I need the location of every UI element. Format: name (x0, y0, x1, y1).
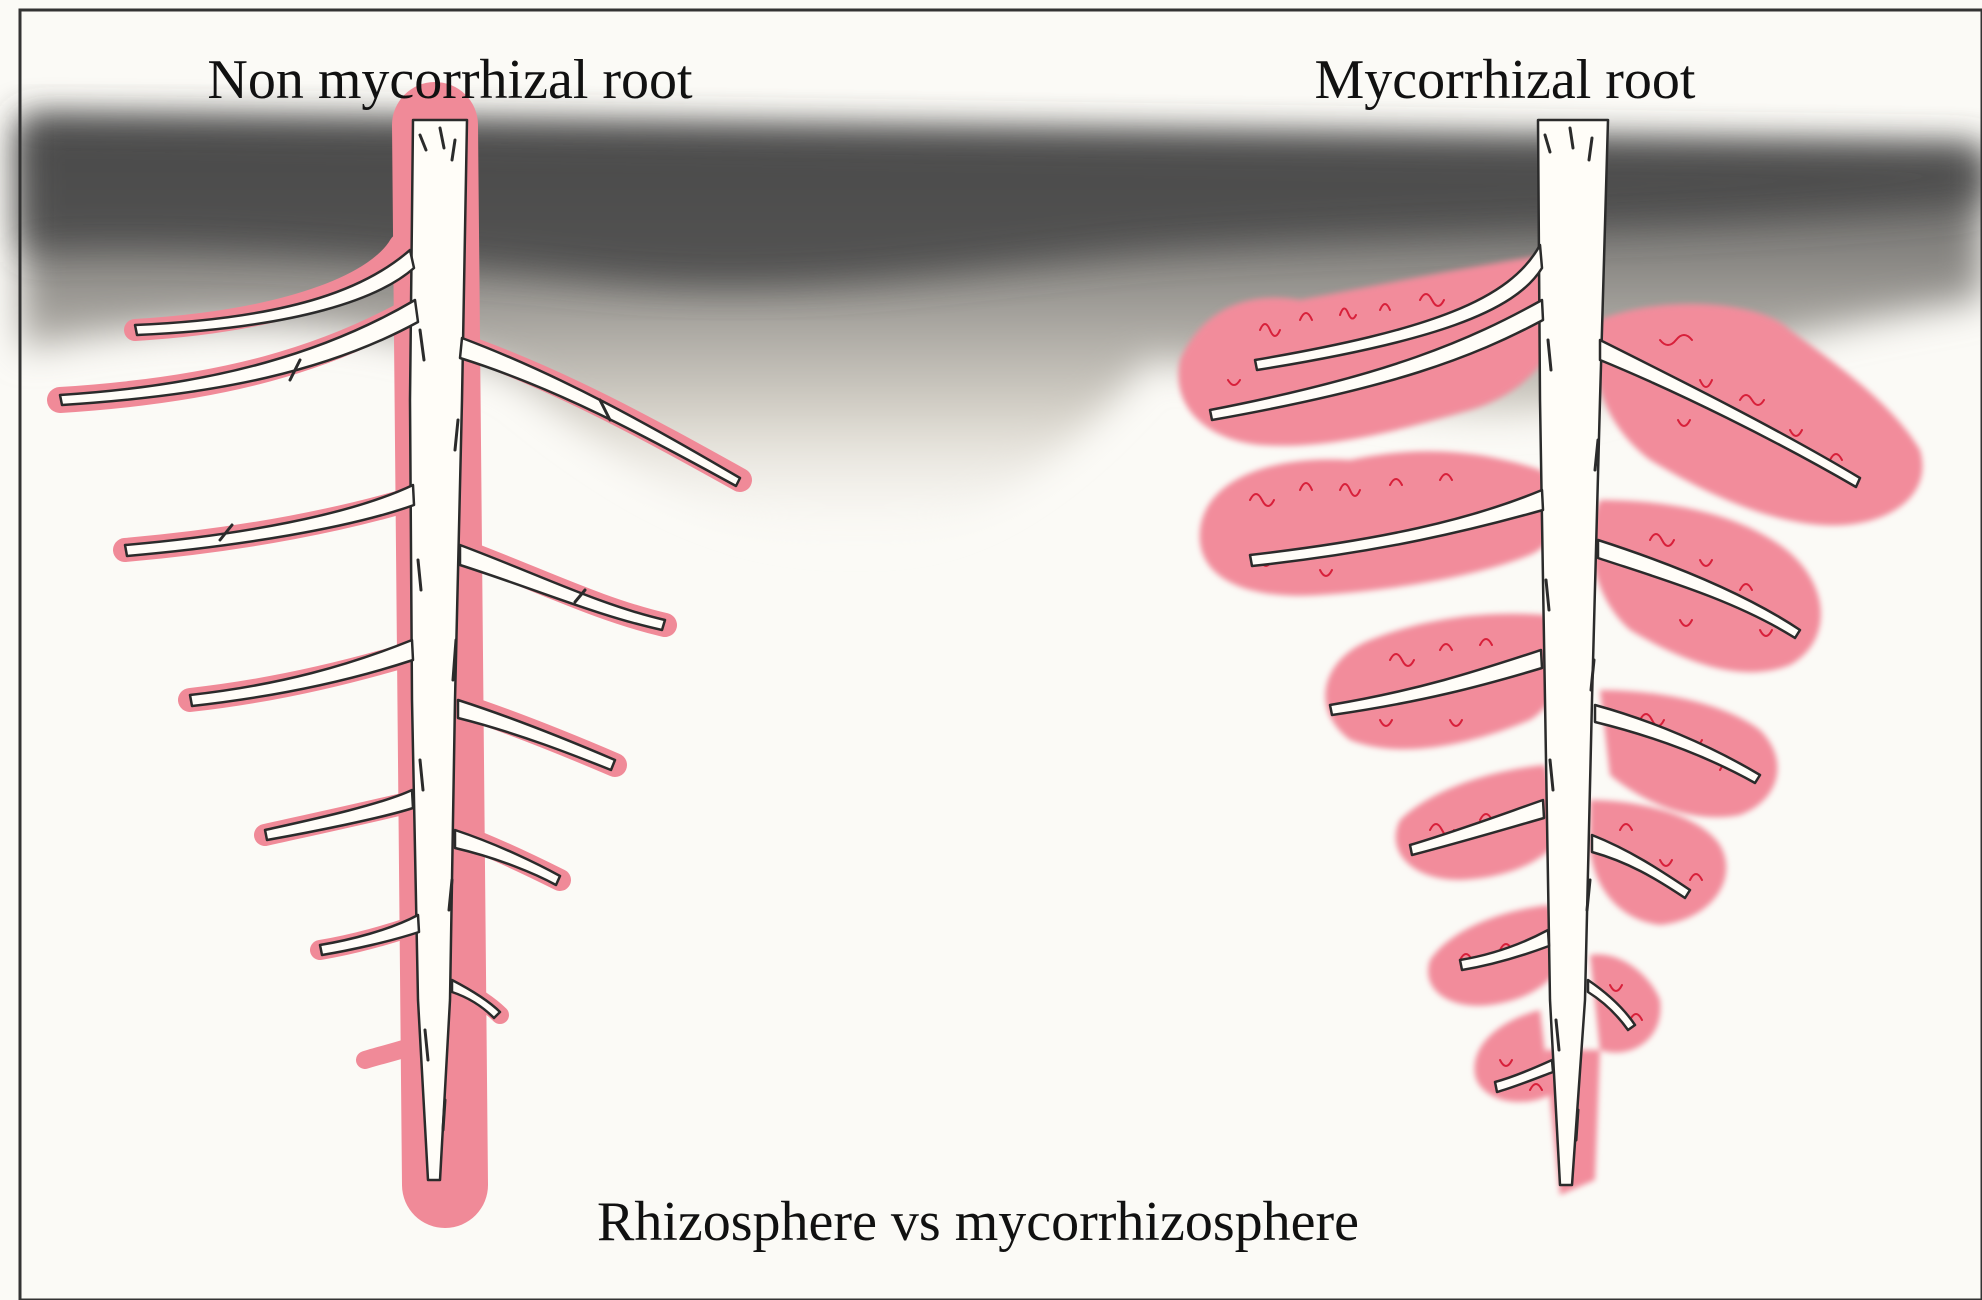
right-root-label: Mycorrhizal root (1315, 49, 1696, 111)
left-root-label: Non mycorrhizal root (207, 49, 693, 111)
figure-caption: Rhizosphere vs mycorrhizosphere (597, 1191, 1359, 1253)
